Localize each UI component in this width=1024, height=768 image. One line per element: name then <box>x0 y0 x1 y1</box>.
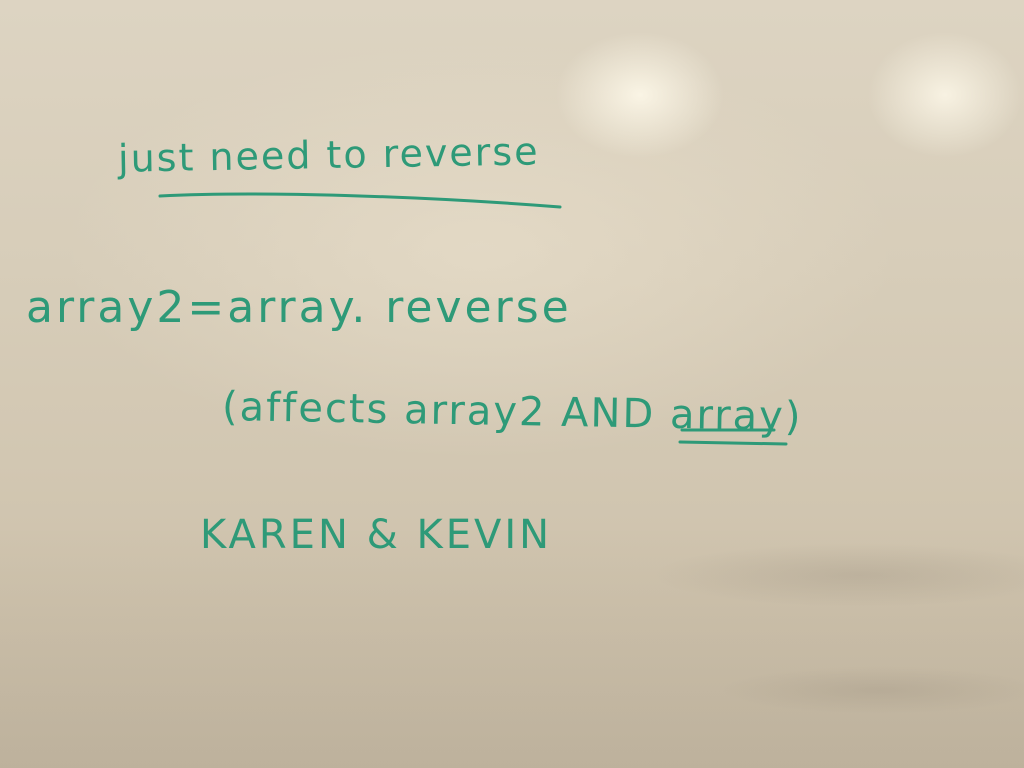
handwritten-line-affects-note: (affects array2 AND array) <box>221 383 803 441</box>
handwritten-line-names: KAREN & KEVIN <box>200 512 553 558</box>
double-underline-bottom-stroke <box>678 440 788 446</box>
underline-stroke <box>158 192 562 209</box>
handwritten-line-just-need-to-reverse: just need to reverse <box>117 129 540 181</box>
handwritten-line-array-reverse: array2=array. reverse <box>26 282 572 333</box>
